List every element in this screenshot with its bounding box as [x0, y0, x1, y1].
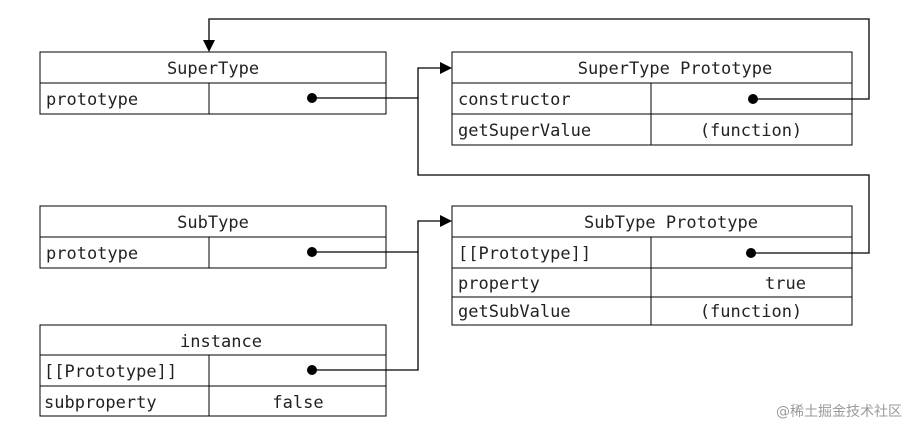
subtype-prototype-box: SubType Prototype [[Prototype]] property… — [451, 205, 853, 326]
instance-title: instance — [180, 332, 262, 352]
subtype-prototype-to-supertype-prototype-arrow — [417, 98, 870, 254]
supertype-prototype-title: SuperType Prototype — [578, 59, 772, 79]
subtype-prototype-box-border — [451, 205, 853, 326]
instance-prototype-key: [[Prototype]] — [44, 362, 177, 382]
instance-box: instance [[Prototype]] subproperty false — [39, 324, 387, 417]
subtype-prototype-key: prototype — [46, 244, 138, 264]
subtype-prototype-getsubvalue-key: getSubValue — [458, 302, 571, 322]
supertype-prototype-key: prototype — [46, 90, 138, 110]
supertype-prototype-box: SuperType Prototype constructor getSuper… — [451, 51, 853, 146]
subtype-title: SubType — [177, 213, 249, 233]
subtype-prototype-to-subtype-prototype-arrowhead — [440, 215, 452, 227]
instance-to-subtype-prototype-arrow — [312, 252, 419, 371]
subtype-box: SubType prototype — [39, 205, 387, 269]
watermark: @稀土掘金技术社区 — [776, 404, 902, 420]
instance-subproperty-key: subproperty — [44, 393, 157, 413]
subtype-prototype-property-value: true — [765, 274, 806, 294]
constructor-to-supertype-arrowhead — [203, 40, 215, 52]
supertype-box: SuperType prototype — [39, 51, 387, 115]
subtype-prototype-getsubvalue-value: (function) — [700, 302, 802, 322]
supertype-prototype-getsupervalue-value: (function) — [700, 121, 802, 141]
supertype-prototype-constructor-key: constructor — [458, 90, 571, 110]
instance-subproperty-value: false — [272, 393, 323, 413]
subtype-prototype-title: SubType Prototype — [584, 213, 758, 233]
supertype-prototype-getsupervalue-key: getSuperValue — [458, 121, 591, 141]
supertype-title: SuperType — [167, 59, 259, 79]
supertype-prototype-to-supertype-prototype-arrowhead — [440, 62, 452, 74]
subtype-prototype-property-key: property — [458, 274, 540, 294]
subtype-prototype-to-subtype-prototype-arrow — [312, 220, 441, 253]
subtype-prototype-prototype-key: [[Prototype]] — [458, 244, 591, 264]
supertype-prototype-to-supertype-prototype-arrow — [312, 67, 441, 99]
constructor-to-supertype-arrow — [208, 18, 870, 100]
